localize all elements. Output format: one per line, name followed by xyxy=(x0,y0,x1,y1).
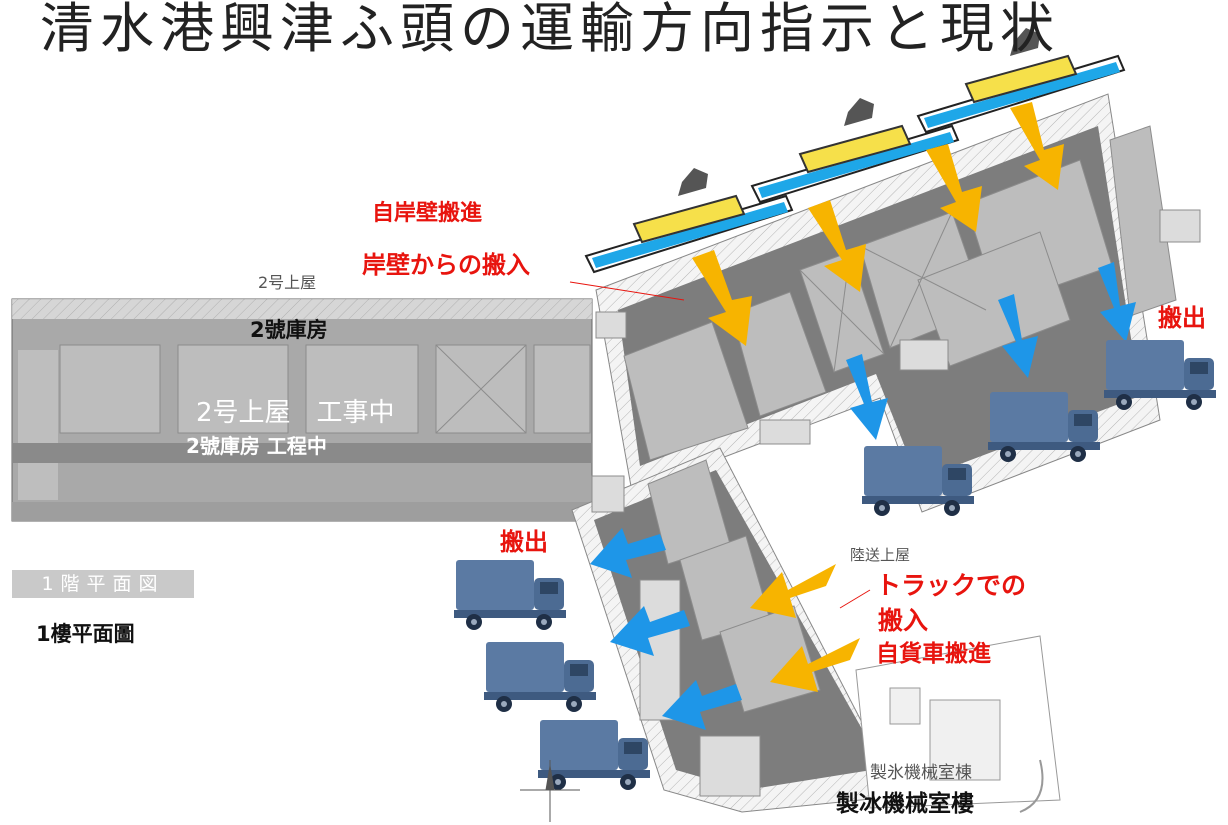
compass-icon xyxy=(520,760,580,822)
inbound-truck-cn: 自貨車搬進 xyxy=(876,641,991,667)
inbound-quay-jp: 岸壁からの搬入 xyxy=(362,251,530,279)
outbound-west-label: 搬出 xyxy=(500,528,548,556)
truck-leader-line xyxy=(839,589,871,609)
truck-icon xyxy=(1104,340,1216,410)
building-2-cn-name: 2號庫房 xyxy=(250,318,328,342)
floor-plan-label: 1階平面図 xyxy=(12,570,194,598)
inbound-truck-jp-line2: 搬入 xyxy=(878,606,929,635)
truck-icon xyxy=(538,720,650,790)
inbound-quay-cn: 自岸壁搬進 xyxy=(372,201,483,226)
inbound-arrow-icon xyxy=(692,102,1064,692)
quay-leader-line xyxy=(569,281,685,301)
building-2-jp-name: 2号上屋 xyxy=(258,273,317,292)
outbound-arrow-icon xyxy=(590,262,1136,730)
truck-icon xyxy=(484,642,596,712)
page-title: 清水港興津ふ頭の運輸方向指示と現状 xyxy=(40,0,1060,60)
building-2-cn-status: 2號庫房 工程中 xyxy=(186,434,327,458)
ice-plant-cn: 製冰機械室樓 xyxy=(836,791,974,817)
inbound-truck-jp-line1: トラックでの xyxy=(876,571,1027,600)
building-2 xyxy=(11,298,593,522)
ice-plant-jp: 製氷機械室棟 xyxy=(870,763,972,783)
floor-plan-caption: 1樓平面圖 xyxy=(36,622,135,646)
outbound-east-label: 搬出 xyxy=(1158,304,1206,332)
truck-icon xyxy=(454,560,566,630)
building-2-jp-status: 2号上屋 工事中 xyxy=(196,398,395,428)
land-shed-label: 陸送上屋 xyxy=(850,546,911,564)
